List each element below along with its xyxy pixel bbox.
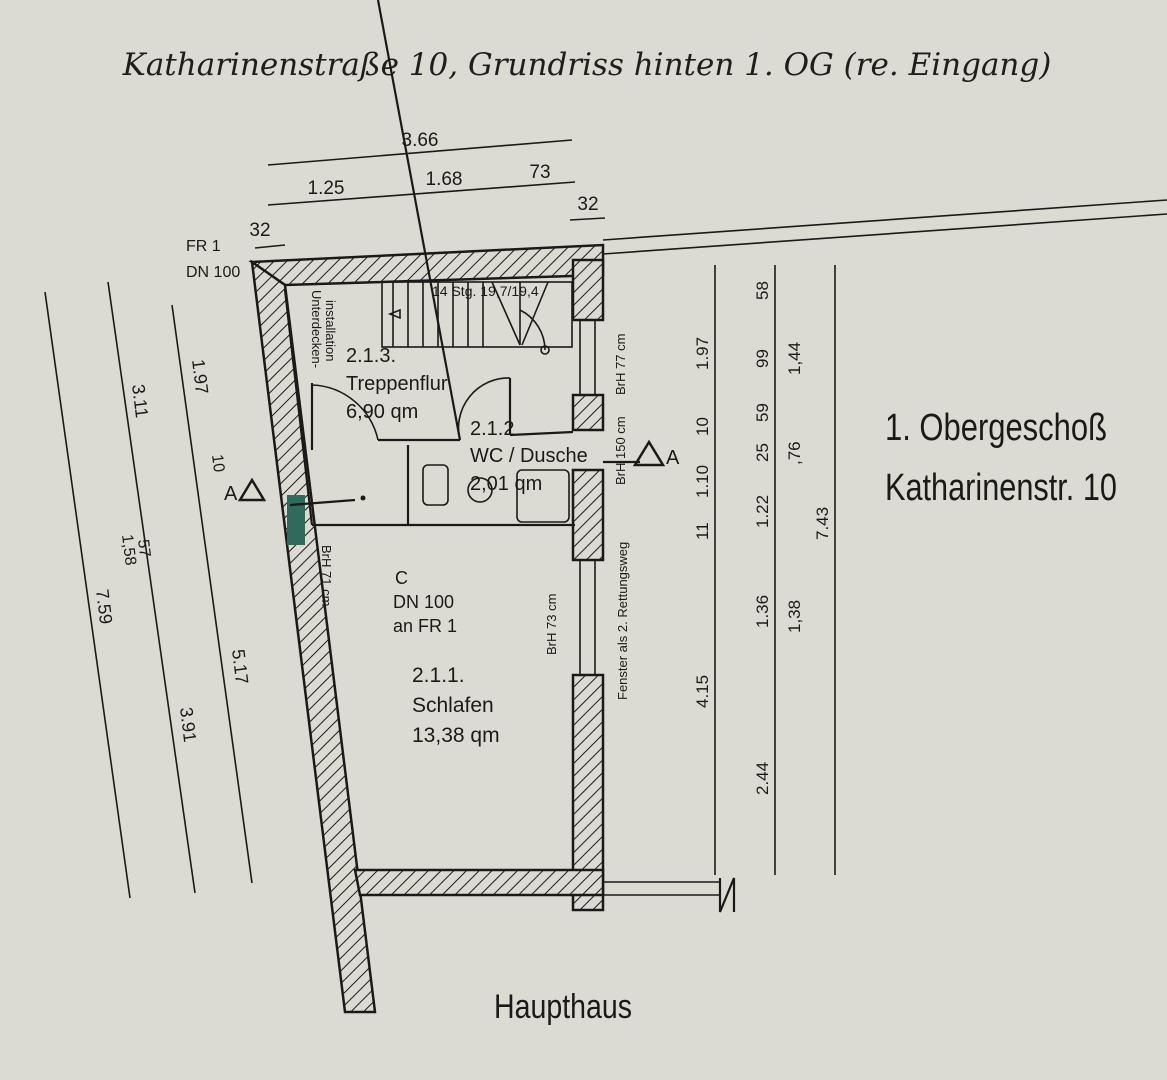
inner-walls [283, 0, 575, 527]
bathroom-fixtures [422, 464, 570, 523]
label-rettungsweg: Fenster als 2. Rettungsweg [615, 542, 630, 700]
dim-right2-c: 59 [753, 403, 772, 422]
dim-top-total: 3.66 [402, 130, 439, 151]
dim-right1-e: 4.15 [693, 675, 712, 708]
dim-top-a: 1.25 [308, 178, 345, 199]
room-area: 2,01 qm [470, 473, 542, 495]
dim-left-inner-a: 1.97 [188, 358, 212, 395]
label-bh77: BrH 77 cm [613, 334, 628, 395]
right-dimensions: 1.97 10 1.10 11 4.15 58 99 59 25 1.22 1.… [693, 265, 836, 875]
shaft [287, 495, 305, 545]
section-triangle-icon [632, 439, 666, 467]
room-number: 2.1.3. [346, 345, 396, 367]
dim-right1-d: 11 [693, 522, 712, 540]
label-installation-1: Unterdecken- [309, 290, 324, 368]
dim-top-left-wall: 32 [249, 220, 270, 241]
dim-right2-d: 25 [753, 443, 772, 462]
label-c-dn100: DN 100 [393, 592, 454, 612]
room-number: 2.1.2 [470, 418, 514, 440]
section-marker-right: A [666, 447, 680, 469]
windows [579, 320, 736, 913]
dim-left-mid-a: 3.11 [128, 383, 152, 419]
label-bh150: BrH 150 cm [613, 416, 628, 485]
left-dimensions: 7.59 3.11 1,58 57 3.91 1.97 10 5.17 A [44, 281, 267, 899]
dim-right2-a: 58 [753, 281, 772, 300]
dim-right1-a: 1.97 [693, 337, 712, 370]
label-dn100: DN 100 [186, 264, 240, 281]
neighbor-boundary [602, 199, 1167, 255]
label-c: C [395, 568, 408, 588]
section-marker-left: A [224, 483, 238, 505]
label-bh73: BrH 73 cm [544, 594, 559, 655]
staircase [381, 281, 573, 355]
dim-left-mid-b: 1,58 [118, 533, 139, 566]
dim-right2b-a: 1,44 [785, 342, 804, 375]
dim-right2b-c: 1,38 [785, 600, 804, 633]
section-triangle-icon [237, 477, 267, 502]
room-area: 6,90 qm [346, 401, 418, 423]
dim-right2-b: 99 [753, 349, 772, 368]
dim-left-mid-c: 57 [134, 538, 153, 558]
room-area: 13,38 qm [412, 724, 500, 747]
room-name: Treppenflur [346, 373, 448, 395]
dim-right2b-b: ,76 [785, 441, 804, 465]
dim-right3-total: 7.43 [813, 507, 832, 540]
dim-top-c: 73 [529, 162, 550, 183]
room-number: 2.1.1. [412, 664, 465, 687]
address-label: Katharinenstr. 10 [885, 467, 1117, 509]
room-name: WC / Dusche [470, 445, 588, 467]
dim-top-right-wall: 32 [577, 194, 598, 215]
dim-right2-f: 1.36 [753, 595, 772, 628]
main-building-label: Haupthaus [494, 988, 632, 1026]
dim-left-inner-c: 5.17 [228, 648, 252, 685]
label-bh71: BrH 71 cm [319, 545, 334, 606]
top-dimensions: 3.66 1.25 1.68 73 32 32 FR 1 DN 100 [186, 130, 606, 281]
label-installation-2: installation [323, 300, 338, 361]
dim-right2-g: 2.44 [753, 762, 772, 795]
dim-right2-e: 1.22 [753, 495, 772, 528]
dim-top-b: 1.68 [426, 169, 463, 190]
dim-left-inner-b: 10 [208, 453, 227, 473]
dim-left-outer: 7.59 [92, 588, 116, 625]
room-name: Schlafen [412, 694, 494, 717]
plan-title: Katharinenstraße 10, Grundriss hinten 1.… [122, 47, 1052, 83]
label-fr1: FR 1 [186, 238, 221, 255]
label-stairs: 14 Stg. 19,7/19,4 [432, 283, 539, 299]
dim-left-mid-d: 3.91 [176, 706, 200, 743]
label-c-fr1: an FR 1 [393, 616, 457, 636]
room-labels: Unterdecken- installation 14 Stg. 19,7/1… [309, 283, 680, 747]
floor-label: 1. Obergeschoß [885, 407, 1107, 449]
dim-right1-c: 1.10 [693, 465, 712, 498]
dim-right1-b: 10 [693, 417, 712, 436]
